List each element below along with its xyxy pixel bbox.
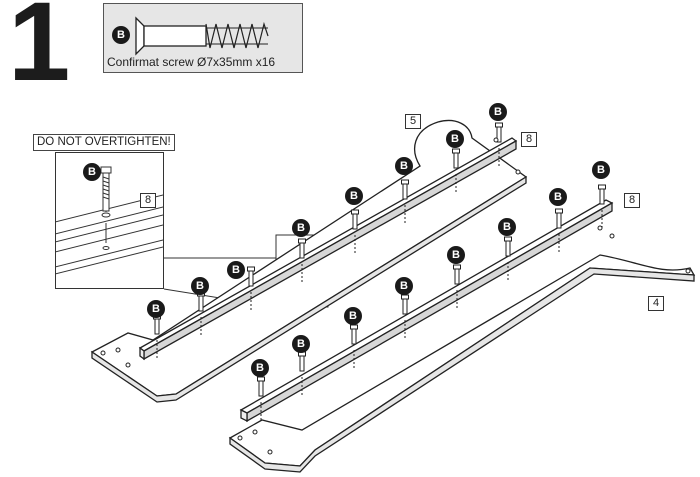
screw-badge: B bbox=[489, 103, 507, 121]
warning-label: DO NOT OVERTIGHTEN! bbox=[33, 134, 175, 151]
rail-right bbox=[239, 199, 614, 423]
detail-label: 8 bbox=[140, 193, 156, 208]
screw-badge: B bbox=[446, 130, 464, 148]
part-callout: B Confirmat screw Ø7x35mm x16 bbox=[103, 3, 303, 73]
step-number: 1 bbox=[8, 0, 70, 104]
screw-icon bbox=[135, 16, 269, 56]
screw-badge: B bbox=[345, 187, 363, 205]
rail-left bbox=[138, 137, 518, 361]
screw-badge: B bbox=[147, 300, 165, 318]
screw-badge: B bbox=[447, 246, 465, 264]
screw-badge: B bbox=[191, 277, 209, 295]
screw-badge: B bbox=[592, 161, 610, 179]
label-rail-right: 8 bbox=[624, 193, 640, 208]
screws-right bbox=[257, 184, 606, 422]
screw-badge: B bbox=[395, 277, 413, 295]
screw-badge: B bbox=[292, 335, 310, 353]
detail-badge: B bbox=[83, 163, 101, 181]
part-badge: B bbox=[112, 26, 130, 44]
label-panel-left: 5 bbox=[405, 114, 421, 129]
label-rail-left: 8 bbox=[521, 132, 537, 147]
screw-badge: B bbox=[344, 307, 362, 325]
label-panel-right: 4 bbox=[648, 296, 664, 311]
screw-badge: B bbox=[251, 359, 269, 377]
screw-badge: B bbox=[292, 219, 310, 237]
screw-badge: B bbox=[549, 188, 567, 206]
screw-badge: B bbox=[227, 261, 245, 279]
screw-badge: B bbox=[498, 218, 516, 236]
panel-right bbox=[228, 254, 696, 473]
screws-left bbox=[153, 122, 503, 360]
part-caption: Confirmat screw Ø7x35mm x16 bbox=[107, 55, 276, 69]
detail-zoom: B 8 bbox=[55, 152, 164, 289]
screw-badge: B bbox=[395, 157, 413, 175]
